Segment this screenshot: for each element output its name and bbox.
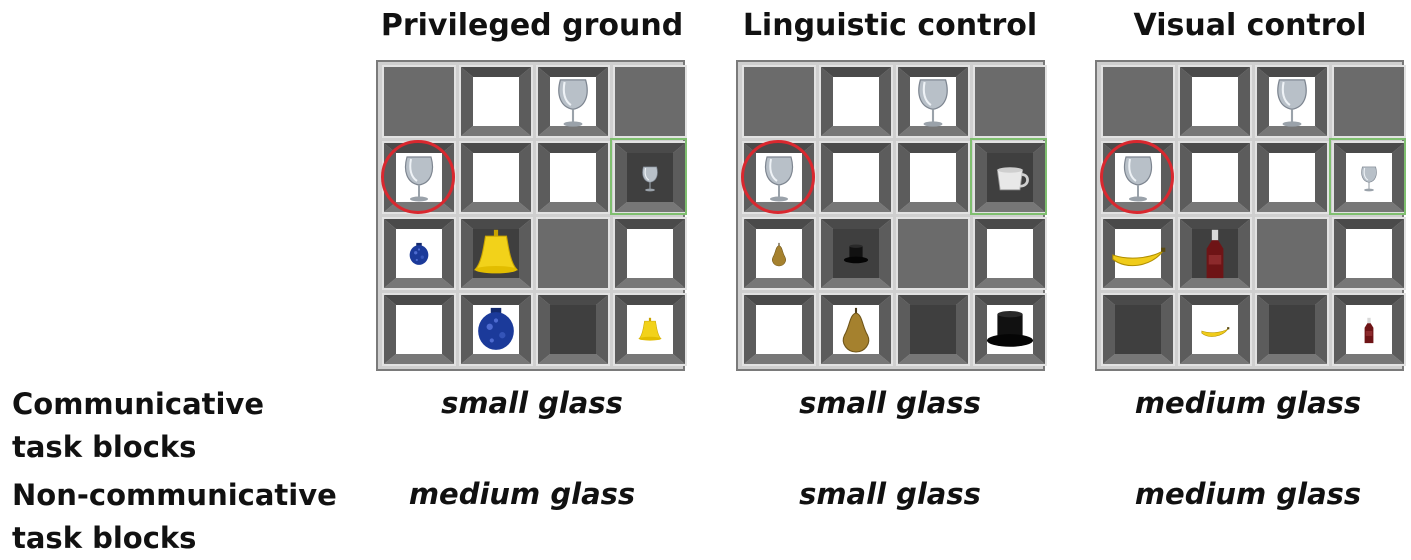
grid-cell-glass-large xyxy=(1255,65,1329,138)
grid-linguistic-control xyxy=(736,60,1045,371)
grid-cell xyxy=(613,217,687,290)
column-title-visual-control: Visual control xyxy=(1100,8,1400,48)
grid-cell xyxy=(1255,217,1329,290)
row-label-line: task blocks xyxy=(12,426,264,469)
grid-cell-glass-small xyxy=(1332,141,1406,214)
noncommunicative-visual-value: medium glass xyxy=(1098,477,1398,511)
grid-cell xyxy=(819,141,893,214)
grid-cell-glass-medium xyxy=(382,141,456,214)
grid-cell xyxy=(382,65,456,138)
communicative-visual-value: medium glass xyxy=(1098,386,1398,420)
grid-cell xyxy=(1101,65,1175,138)
noncommunicative-privileged-value: medium glass xyxy=(372,477,672,511)
grid-cell xyxy=(536,141,610,214)
grid-cell xyxy=(1332,217,1406,290)
communicative-linguistic-value: small glass xyxy=(740,386,1040,420)
grid-cell xyxy=(536,293,610,366)
row-label-line: Non-communicative xyxy=(12,474,337,517)
grid-cell xyxy=(896,141,970,214)
grid-cell xyxy=(459,141,533,214)
row-label-line: Communicative xyxy=(12,383,264,426)
grid-cell xyxy=(1255,293,1329,366)
grid-cell xyxy=(742,65,816,138)
grid-cell xyxy=(742,293,816,366)
grid-cell xyxy=(896,217,970,290)
grid-cell-glass-medium xyxy=(1101,141,1175,214)
grid-cell-tophat-large xyxy=(973,293,1047,366)
grid-cell-glass-large xyxy=(896,65,970,138)
grid-cell xyxy=(1178,141,1252,214)
grid-cell-pear-small xyxy=(742,217,816,290)
grid-cell xyxy=(973,217,1047,290)
grid-cell xyxy=(459,65,533,138)
grid-cell-bottle-large xyxy=(1178,217,1252,290)
grid-cell-tophat-small xyxy=(819,217,893,290)
row-label-line: task blocks xyxy=(12,517,337,560)
column-title-linguistic-control: Linguistic control xyxy=(740,8,1040,48)
grid-cell-pear-large xyxy=(819,293,893,366)
grid-cell-bell-small xyxy=(613,293,687,366)
grid-cell-vase-large xyxy=(459,293,533,366)
grid-visual-control xyxy=(1095,60,1404,371)
row-label-non-communicative: Non-communicative task blocks xyxy=(12,474,337,560)
communicative-privileged-value: small glass xyxy=(382,386,682,420)
grid-cell-glass-small xyxy=(613,141,687,214)
noncommunicative-linguistic-value: small glass xyxy=(740,477,1040,511)
grid-cell xyxy=(382,293,456,366)
grid-privileged-ground xyxy=(376,60,685,371)
grid-cell-mug xyxy=(973,141,1047,214)
grid-cell xyxy=(973,65,1047,138)
grid-cell-banana-small xyxy=(1178,293,1252,366)
grid-cell-bell-large xyxy=(459,217,533,290)
grid-cell xyxy=(536,217,610,290)
grid-cell xyxy=(1178,65,1252,138)
grid-cell xyxy=(1255,141,1329,214)
grid-cell xyxy=(896,293,970,366)
grid-cell xyxy=(613,65,687,138)
grid-cell-glass-medium xyxy=(742,141,816,214)
grid-cell-vase-small xyxy=(382,217,456,290)
grid-cell-glass-large xyxy=(536,65,610,138)
grid-cell xyxy=(1101,293,1175,366)
grid-cell-bottle-small xyxy=(1332,293,1406,366)
grid-cell-banana-large xyxy=(1101,217,1175,290)
grid-cell xyxy=(819,65,893,138)
grid-cell xyxy=(1332,65,1406,138)
row-label-communicative: Communicative task blocks xyxy=(12,383,264,469)
column-title-privileged-ground: Privileged ground xyxy=(372,8,692,48)
